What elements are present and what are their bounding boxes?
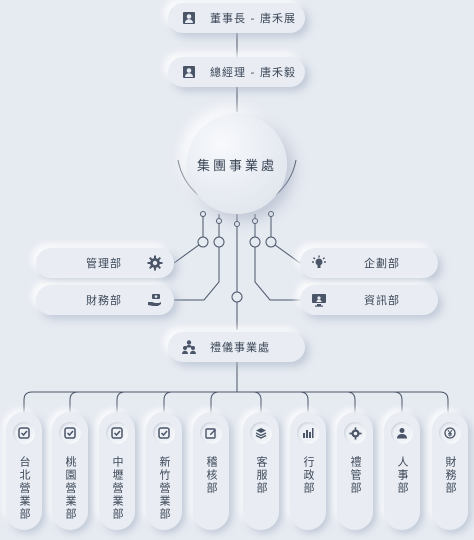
sub-dept-audit[interactable]: 稽核部 [193,412,229,530]
sub-dept-label: 新竹營業部 [158,456,171,521]
general-manager-label: 總經理 - 唐禾毅 [210,66,296,79]
sub-dept-taipei[interactable]: 台北營業部 [6,412,42,530]
layers-icon [250,422,272,444]
lightbulb-icon [308,252,330,274]
connector-ring [197,236,209,248]
connector-dot [200,211,206,217]
sub-dept-label: 財務部 [444,456,457,495]
connector-ring [231,291,243,303]
chairman-node[interactable]: 董事長 - 唐禾展 [168,3,305,33]
dept-finance[interactable]: 財務部 [36,285,174,315]
org-chart-icon [178,336,200,358]
sub-dept-label: 台北營業部 [18,456,31,521]
dept-information-label: 資訊部 [364,294,400,307]
bar-chart-icon [297,422,319,444]
connector-ring [265,236,277,248]
dept-planning-label: 企劃部 [364,257,400,270]
dept-planning[interactable]: 企劃部 [300,248,438,278]
dept-management[interactable]: 管理部 [36,248,174,278]
edit-icon [200,422,222,444]
sub-dept-administration[interactable]: 行政部 [290,412,326,530]
check-icon [13,422,35,444]
sub-dept-personnel[interactable]: 人事部 [384,412,420,530]
dept-finance-label: 財務部 [86,294,122,307]
group-office-node[interactable]: 集團事業處 [187,114,287,214]
sub-dept-label: 行政部 [302,456,315,495]
monitor-icon [308,289,330,311]
sub-dept-hsinchu[interactable]: 新竹營業部 [146,412,182,530]
group-office-label: 集團事業處 [196,158,277,174]
sub-dept-ceremony-management[interactable]: 禮管部 [337,412,373,530]
sub-dept-label: 人事部 [396,456,409,495]
sub-dept-label: 禮管部 [349,456,362,495]
sub-dept-label: 桃園營業部 [64,456,77,521]
connector-dot [252,218,258,224]
sub-dept-label: 稽核部 [205,456,218,495]
dept-management-label: 管理部 [86,257,122,270]
gear-icon [344,422,366,444]
gift-office-label: 禮儀事業處 [210,341,270,354]
sub-dept-finance[interactable]: 財務部 [432,412,468,530]
check-icon [59,422,81,444]
connector-ring [213,236,225,248]
user-icon [178,7,200,29]
check-icon [106,422,128,444]
connector-ring [249,236,261,248]
connector-dot [268,211,274,217]
yen-icon [439,422,461,444]
sub-dept-label: 中壢營業部 [111,456,124,521]
sub-dept-customer-service[interactable]: 客服部 [243,412,279,530]
sub-dept-label: 客服部 [255,456,268,495]
sub-dept-zhongli[interactable]: 中壢營業部 [99,412,135,530]
person-icon [391,422,413,444]
connector-dot [234,221,240,227]
gear-icon [144,252,166,274]
user-icon [178,61,200,83]
connector-dot [216,218,222,224]
chairman-label: 董事長 - 唐禾展 [210,12,296,25]
gift-office-node[interactable]: 禮儀事業處 [168,332,305,362]
sub-dept-taoyuan[interactable]: 桃園營業部 [52,412,88,530]
general-manager-node[interactable]: 總經理 - 唐禾毅 [168,57,305,87]
money-hand-icon [144,289,166,311]
check-icon [153,422,175,444]
dept-information[interactable]: 資訊部 [300,285,438,315]
